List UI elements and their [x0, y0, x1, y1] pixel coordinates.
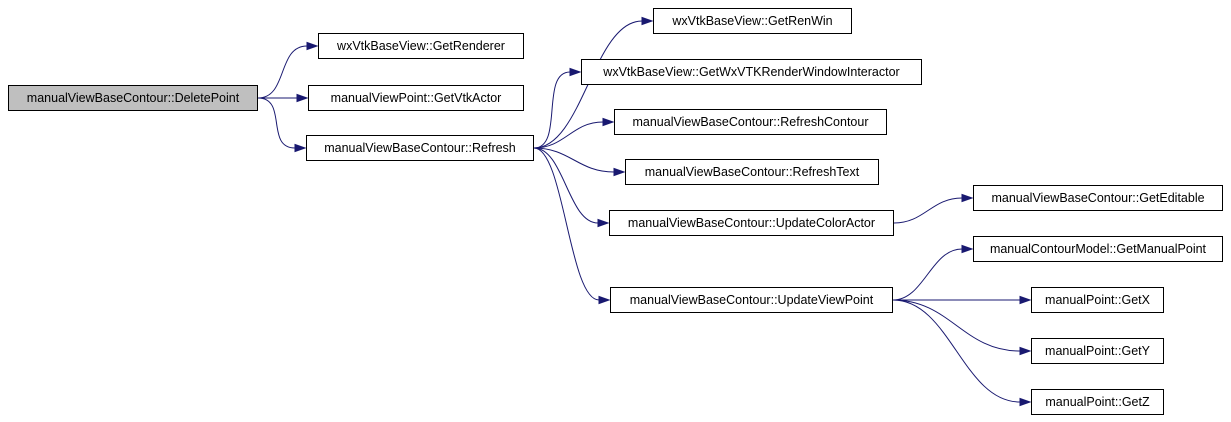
node-get-renderer[interactable]: wxVtkBaseView::GetRenderer — [318, 33, 524, 59]
node-get-wx-vtk-interactor[interactable]: wxVtkBaseView::GetWxVTKRenderWindowInter… — [581, 59, 922, 85]
arrowhead-get_manual_point — [961, 244, 974, 254]
edge-update_view_point-to-get_y — [892, 299, 1021, 352]
edge-delete_point-to-refresh — [257, 97, 296, 149]
edge-update_color_actor-to-get_editable — [893, 197, 963, 224]
edge-refresh-to-update_color_actor — [533, 147, 599, 224]
edge-refresh-to-refresh_contour — [533, 121, 604, 149]
node-get-ren-win[interactable]: wxVtkBaseView::GetRenWin — [653, 8, 852, 34]
edge-update_view_point-to-get_manual_point — [892, 248, 963, 301]
node-get-manual-point[interactable]: manualContourModel::GetManualPoint — [973, 236, 1223, 262]
arrowhead-get_z — [1019, 397, 1032, 407]
edge-refresh-to-get_wx_vtk_interactor — [533, 71, 571, 149]
node-get-z[interactable]: manualPoint::GetZ — [1031, 389, 1164, 415]
edge-delete_point-to-get_renderer — [257, 45, 308, 99]
arrowhead-get_x — [1019, 295, 1032, 305]
arrowhead-refresh_text — [613, 167, 626, 177]
arrowhead-update_view_point — [598, 295, 611, 305]
arrowhead-get_wx_vtk_interactor — [569, 67, 582, 77]
arrowhead-refresh — [294, 143, 307, 153]
node-get-editable[interactable]: manualViewBaseContour::GetEditable — [973, 185, 1223, 211]
node-delete-point: manualViewBaseContour::DeletePoint — [8, 85, 258, 111]
node-get-vtk-actor[interactable]: manualViewPoint::GetVtkActor — [308, 85, 524, 111]
arrowhead-get_ren_win — [641, 16, 654, 26]
arrowhead-get_editable — [961, 193, 974, 203]
arrowhead-get_y — [1019, 346, 1032, 356]
node-get-x[interactable]: manualPoint::GetX — [1031, 287, 1164, 313]
edge-update_view_point-to-get_z — [892, 299, 1021, 403]
edge-refresh-to-refresh_text — [533, 147, 615, 173]
arrowhead-get_renderer — [306, 41, 319, 51]
node-update-color-actor[interactable]: manualViewBaseContour::UpdateColorActor — [609, 210, 894, 236]
node-get-y[interactable]: manualPoint::GetY — [1031, 338, 1164, 364]
node-refresh-contour[interactable]: manualViewBaseContour::RefreshContour — [614, 109, 887, 135]
node-refresh[interactable]: manualViewBaseContour::Refresh — [306, 135, 534, 161]
arrowhead-get_vtk_actor — [296, 93, 309, 103]
arrowhead-refresh_contour — [602, 117, 615, 127]
node-refresh-text[interactable]: manualViewBaseContour::RefreshText — [625, 159, 879, 185]
edge-refresh-to-update_view_point — [533, 147, 600, 301]
node-update-view-point[interactable]: manualViewBaseContour::UpdateViewPoint — [610, 287, 893, 313]
arrowhead-update_color_actor — [597, 218, 610, 228]
